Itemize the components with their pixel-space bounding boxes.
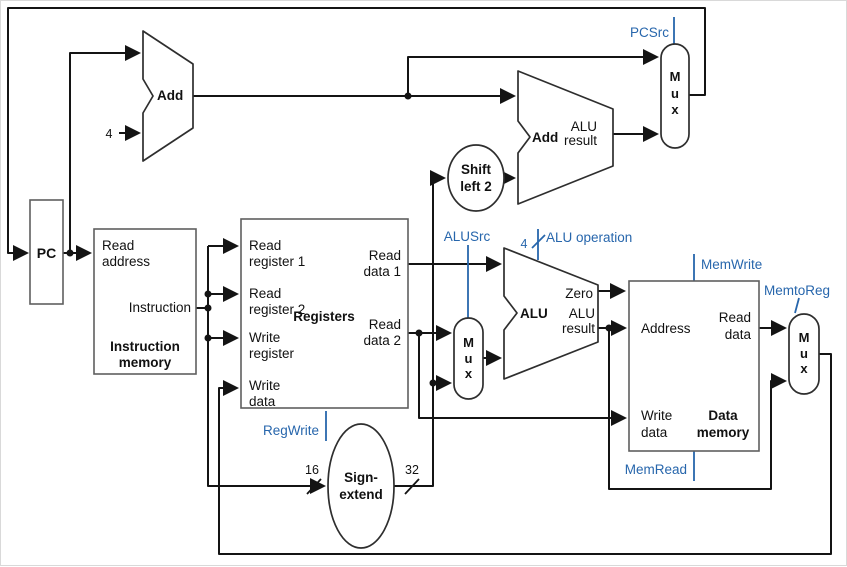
sign-extend-shape <box>327 423 395 549</box>
memwrite-label: MemWrite <box>701 257 762 272</box>
reg-write-register-line1: Write <box>249 330 280 345</box>
im-title-line2: memory <box>119 355 172 370</box>
junction-instr-wr <box>204 334 212 342</box>
alusrc-mux-x: x <box>465 366 473 381</box>
reg-write-data-line2: data <box>249 394 276 409</box>
memread-label: MemRead <box>625 462 687 477</box>
shift-left-2-shape <box>447 144 505 212</box>
memtoreg-mux-m: M <box>799 330 810 345</box>
junction-pc4 <box>404 92 412 100</box>
dm-read-data-line1: Read <box>719 310 751 325</box>
reg-read-data-2-line2: data 2 <box>363 333 401 348</box>
dm-title-line1: Data <box>708 408 738 423</box>
im-read-address-line2: address <box>102 254 150 269</box>
alu-operation-label: ALU operation <box>546 230 632 245</box>
reg-read-register-2-line1: Read <box>249 286 281 301</box>
pcsrc-mux-shape <box>660 43 690 149</box>
data-memory-box <box>628 280 760 452</box>
pc-adder-label: Add <box>157 88 183 103</box>
junction-pc-out <box>66 249 74 257</box>
pcsrc-mux-x: x <box>671 102 679 117</box>
alusrc-mux-u: u <box>465 351 473 366</box>
dm-read-data-line2: data <box>725 327 752 342</box>
immediate32-width-slash <box>404 478 420 495</box>
junction-read-data-2 <box>415 329 423 337</box>
dm-write-data-line1: Write <box>641 408 672 423</box>
pc-adder-shape <box>142 30 194 162</box>
instruction-memory-box <box>93 228 197 375</box>
dm-address-port: Address <box>641 321 691 336</box>
reg-read-register-1-line1: Read <box>249 238 281 253</box>
alu-label: ALU <box>520 306 548 321</box>
alusrc-mux-m: M <box>463 335 474 350</box>
const4-label: 4 <box>106 127 113 141</box>
alu-result-line2: result <box>562 321 595 336</box>
wire-pc-to-pc-adder <box>69 45 141 253</box>
im-instruction-port: Instruction <box>129 300 191 315</box>
shift-left-2-line1: Shift <box>461 162 491 177</box>
im-read-address-line1: Read <box>102 238 134 253</box>
shift-left-2-line2: left 2 <box>460 179 492 194</box>
pcsrc-mux-u: u <box>671 86 679 101</box>
reg-write-register-line2: register <box>249 346 295 361</box>
reg-read-data-1-line1: Read <box>369 248 401 263</box>
memtoreg-mux-shape <box>788 313 820 395</box>
junction-instr-in <box>204 304 212 312</box>
pcsrc-label: PCSrc <box>630 25 669 40</box>
memtoreg-control-line <box>794 297 800 314</box>
registers-title: Registers <box>293 309 355 324</box>
branch-adder-result-line2: result <box>564 133 597 148</box>
registers-box <box>240 218 409 409</box>
immediate16-width-slash <box>306 478 322 495</box>
memtoreg-label: MemtoReg <box>764 283 830 298</box>
memtoreg-mux-u: u <box>800 346 808 361</box>
junction-sign-extend <box>429 379 437 387</box>
immediate16-label: 16 <box>305 463 319 477</box>
wire-alu-result-to-memtoreg-mux <box>608 328 787 490</box>
alusrc-mux-shape <box>453 317 484 400</box>
alu-control-width-slash <box>531 234 546 249</box>
junction-instr-rr2 <box>204 290 212 298</box>
sign-extend-line2: extend <box>339 487 383 502</box>
pc-box <box>29 199 64 305</box>
branch-adder-label: Add <box>532 130 558 145</box>
junction-alu-result <box>605 324 613 332</box>
wire-instruction-bus-to-sign-extend <box>207 246 326 494</box>
reg-read-data-2-line1: Read <box>369 317 401 332</box>
alu-control-width-label: 4 <box>521 237 528 251</box>
alu-result-line1: ALU <box>569 306 595 321</box>
pcsrc-mux-m: M <box>670 69 681 84</box>
wire-pc4-to-pcsrc-mux <box>407 49 659 96</box>
reg-read-register-1-line2: register 1 <box>249 254 305 269</box>
branch-adder-shape <box>517 70 614 205</box>
reg-read-register-2-line2: register 2 <box>249 302 305 317</box>
sign-extend-line1: Sign- <box>344 470 378 485</box>
branch-adder-result-line1: ALU <box>571 119 597 134</box>
wire-memtoreg-mux-to-write-data <box>218 353 832 555</box>
reg-write-data-line1: Write <box>249 378 280 393</box>
regwrite-label: RegWrite <box>263 423 319 438</box>
alu-shape <box>503 247 599 380</box>
immediate32-label: 32 <box>405 463 419 477</box>
im-title-line1: Instruction <box>110 339 180 354</box>
dm-write-data-line2: data <box>641 425 668 440</box>
reg-read-data-1-line2: data 1 <box>363 264 401 279</box>
alu-zero-port: Zero <box>565 286 593 301</box>
wire-pcsrc-mux-to-pc <box>7 7 706 261</box>
alusrc-label: ALUSrc <box>444 229 491 244</box>
pc-label: PC <box>37 245 56 261</box>
wire-read-data-2-to-data-memory-write <box>418 333 627 426</box>
memtoreg-mux-x: x <box>800 361 808 376</box>
dm-title-line2: memory <box>697 425 750 440</box>
